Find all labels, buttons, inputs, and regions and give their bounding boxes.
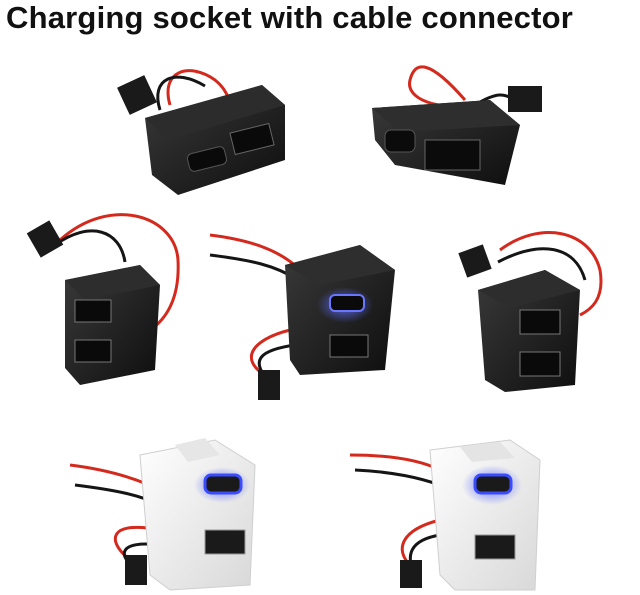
product-black-vertical-dual-usba (26, 213, 180, 385)
product-black-square-dual-usba (458, 231, 603, 392)
product-black-horizontal-2 (372, 65, 542, 185)
product-white-square-blue-led-2 (349, 439, 541, 591)
product-photo (26, 65, 603, 591)
page-title: Charging socket with cable connector (6, 0, 574, 35)
product-black-square-blue-led (209, 233, 395, 400)
product-black-horizontal-1 (117, 69, 285, 195)
product-white-square-blue-led-1 (69, 438, 256, 591)
